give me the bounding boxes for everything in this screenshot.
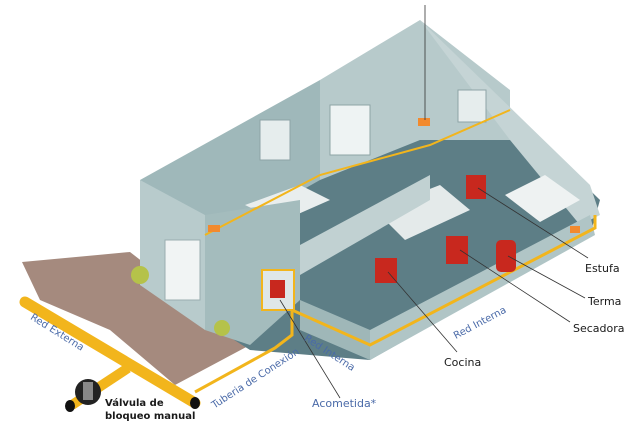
label-acometida: Acometida*	[312, 397, 377, 410]
label-estufa: Estufa	[585, 262, 620, 275]
cocina-appliance	[375, 258, 397, 283]
kitchen-counter	[375, 185, 470, 240]
front-door	[164, 239, 201, 301]
estufa-appliance	[466, 175, 486, 199]
connection-pipe	[194, 300, 294, 394]
valve-body	[83, 382, 93, 400]
right-roof-wall	[420, 20, 600, 225]
label-cocina: Cocina	[444, 356, 482, 369]
secadora-appliance	[446, 236, 468, 264]
vent	[570, 226, 580, 233]
vent	[418, 118, 430, 126]
interior-wall	[300, 175, 430, 275]
vent	[208, 225, 220, 232]
bush	[214, 320, 230, 336]
label-valvula-2: bloqueo manual	[105, 411, 196, 422]
window	[457, 89, 487, 123]
window	[259, 119, 291, 161]
gas-meter	[270, 280, 285, 298]
external-pipe	[19, 296, 201, 409]
leader-lines	[279, 5, 589, 399]
front-path	[22, 252, 250, 385]
pipe-end	[65, 400, 75, 412]
bed	[505, 175, 580, 222]
window	[329, 104, 371, 156]
pipe-end	[190, 397, 200, 409]
label-valvula-1: Válvula de	[105, 398, 164, 409]
bush	[131, 266, 149, 284]
label-terma: Terma	[588, 295, 622, 308]
internal-pipe	[291, 215, 597, 347]
internal-pipe	[204, 109, 511, 236]
terma-appliance	[496, 240, 516, 272]
label-secadora: Secadora	[573, 322, 625, 335]
